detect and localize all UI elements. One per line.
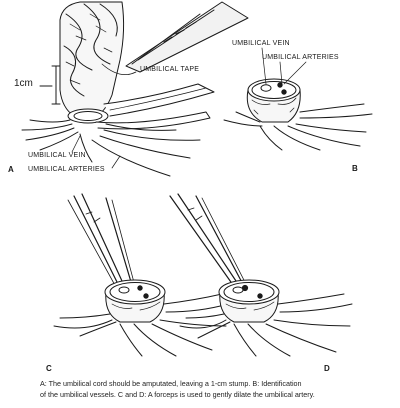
- panel-c-skin-folds: [53, 293, 229, 357]
- scalpel-icon: [125, 1, 249, 73]
- umbilical-vessels-icon: [260, 82, 287, 95]
- forceps-icon: [169, 193, 249, 293]
- panel-a-vein-label: UMBILICAL VEIN: [28, 152, 86, 159]
- umbilical-tape-label: UMBILICAL TAPE: [140, 66, 200, 73]
- panel-d-letter: D: [324, 364, 330, 373]
- umbilical-stump: [218, 279, 280, 323]
- figure-caption: A: The umbilical cord should be amputate…: [40, 378, 380, 400]
- panel-a-letter: A: [8, 165, 14, 174]
- panel-a-arteries-label: UMBILICAL ARTERIES: [28, 166, 105, 173]
- umbilical-stump: [246, 78, 301, 123]
- panel-d-skin-folds: [179, 293, 353, 357]
- caption-line-1: A: The umbilical cord should be amputate…: [40, 379, 302, 388]
- umbilical-cord: [59, 1, 125, 117]
- panel-a-drawing: [21, 1, 249, 177]
- panel-c-letter: C: [46, 364, 52, 373]
- panel-b-letter: B: [352, 164, 358, 173]
- panel-d-drawing: [169, 193, 353, 357]
- panel-b-skin-folds: [223, 103, 373, 151]
- panel-a-skin-folds: [21, 119, 201, 177]
- forceps-icon: [67, 193, 137, 299]
- umbilical-tape: [95, 83, 215, 130]
- umbilical-stump: [104, 279, 166, 323]
- panel-b-vein-label: UMBILICAL VEIN: [232, 40, 290, 47]
- dimension-label: 1cm: [14, 78, 33, 89]
- panel-b-drawing: [223, 47, 373, 151]
- panel-b-arteries-label: UMBILICAL ARTERIES: [262, 54, 339, 61]
- caption-line-2: of the umbilical vessels. C and D: A for…: [40, 390, 315, 399]
- panel-c-drawing: [53, 193, 229, 357]
